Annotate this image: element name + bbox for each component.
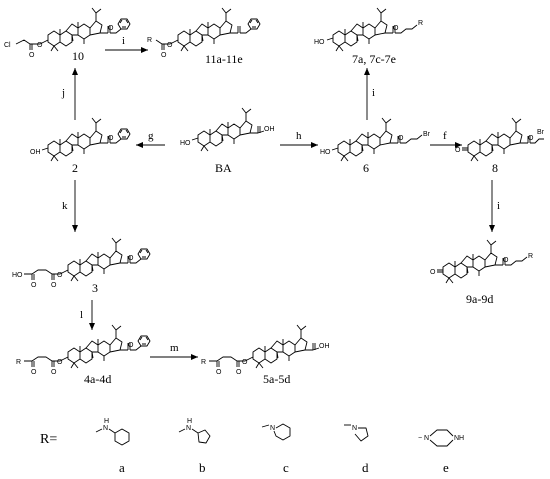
atom-r: R	[528, 253, 533, 260]
compound-label-11: 11a-11e	[205, 52, 243, 66]
compound-7-structure: O R HO	[314, 7, 423, 52]
compound-2-structure: O OH	[30, 117, 131, 162]
atom-o: O	[108, 25, 114, 32]
atom-o: O	[31, 369, 37, 376]
atom-br: Br	[537, 129, 545, 136]
atom-h: H	[104, 418, 109, 425]
step-label-i: i	[497, 200, 500, 212]
compound-label-2: 2	[72, 161, 78, 175]
atom-r: R	[201, 359, 206, 366]
compound-label-6: 6	[363, 161, 369, 175]
compound-5-structure: OH O O O R	[201, 324, 330, 376]
atom-ho: HO	[180, 140, 191, 147]
atom-minus: −	[418, 435, 422, 442]
atom-n: N	[270, 425, 275, 432]
compound-ba-structure: OH HO	[180, 107, 275, 152]
atom-o: O	[398, 135, 404, 142]
atom-r: R	[16, 359, 21, 366]
atom-oh: OH	[319, 343, 330, 350]
atom-n: N	[103, 425, 108, 432]
compound-label-5: 5a-5d	[263, 372, 290, 386]
atom-ho: OH	[30, 149, 41, 156]
atom-o: O	[528, 135, 534, 142]
atom-o: O	[216, 369, 222, 376]
step-label-m: m	[170, 342, 179, 354]
atom-o: O	[236, 369, 242, 376]
step-label-f: f	[443, 130, 447, 142]
r-group-letter-b: b	[199, 460, 206, 475]
r-group-b-structure: H N	[178, 418, 211, 444]
atom-o: O	[57, 359, 63, 366]
step-label-k: k	[62, 200, 68, 212]
atom-o: O	[393, 25, 399, 32]
step-label-l: l	[80, 309, 83, 321]
atom-o: O	[29, 52, 35, 59]
atom-oh: OH	[264, 126, 275, 133]
atom-o: O	[57, 272, 63, 279]
atom-ho: HO	[320, 149, 331, 156]
r-group-letter-c: c	[283, 460, 289, 475]
atom-o: O	[430, 269, 436, 276]
compound-label-10: 10	[72, 49, 84, 63]
compound-label-7: 7a, 7c-7e	[352, 52, 396, 66]
atom-o: O	[167, 42, 173, 49]
atom-n: N	[352, 425, 357, 432]
step-label-i: i	[122, 35, 125, 47]
atom-o: O	[128, 255, 134, 262]
compound-label-ba: BA	[215, 161, 232, 175]
atom-o: O	[51, 369, 57, 376]
atom-ho: HO	[314, 39, 325, 46]
atom-r: R	[147, 37, 152, 44]
compound-label-8: 8	[492, 161, 498, 175]
step-label-i: i	[372, 87, 375, 99]
step-label-g: g	[148, 130, 154, 142]
atom-o: O	[503, 257, 509, 264]
compound-3-structure: O O O O HO	[12, 237, 151, 289]
atom-nh: NH	[454, 435, 464, 442]
r-group-c-structure: N	[261, 423, 291, 441]
r-group-letter-e: e	[443, 460, 449, 475]
step-label-h: h	[296, 130, 302, 142]
atom-br: Br	[423, 131, 431, 138]
atom-n: N	[424, 435, 429, 442]
r-group-letter-a: a	[119, 460, 125, 475]
atom-o: O	[51, 282, 57, 289]
compound-label-3: 3	[92, 281, 98, 295]
atom-r: R	[418, 20, 423, 27]
compound-11-structure: R O O	[147, 7, 261, 59]
compound-4-structure: O O O O R	[16, 324, 151, 376]
compound-label-9: 9a-9d	[466, 292, 493, 306]
r-groups-label: R=	[40, 432, 57, 447]
atom-n: N	[186, 425, 191, 432]
compound-10-structure: O Cl O O	[4, 7, 131, 59]
compound-6-structure: O Br HO	[320, 117, 431, 162]
compound-label-4: 4a-4d	[84, 372, 111, 386]
atom-h: H	[187, 418, 192, 425]
atom-o: O	[128, 342, 134, 349]
atom-o: O	[455, 147, 461, 154]
atom-o: O	[242, 359, 248, 366]
atom-o: O	[37, 42, 43, 49]
r-group-e-structure: − N NH	[418, 429, 464, 447]
atom-cl: Cl	[4, 42, 11, 49]
r-group-letter-d: d	[362, 460, 369, 475]
step-label-j: j	[61, 87, 65, 99]
atom-ho: HO	[12, 272, 23, 279]
atom-o: O	[108, 135, 114, 142]
compound-8-structure: O Br O	[455, 117, 545, 162]
atom-o: O	[161, 52, 167, 59]
r-group-a-structure: H N	[95, 418, 130, 446]
compound-9-structure: O R O	[430, 239, 533, 284]
atom-o: O	[31, 282, 37, 289]
r-group-d-structure: N	[344, 424, 369, 442]
